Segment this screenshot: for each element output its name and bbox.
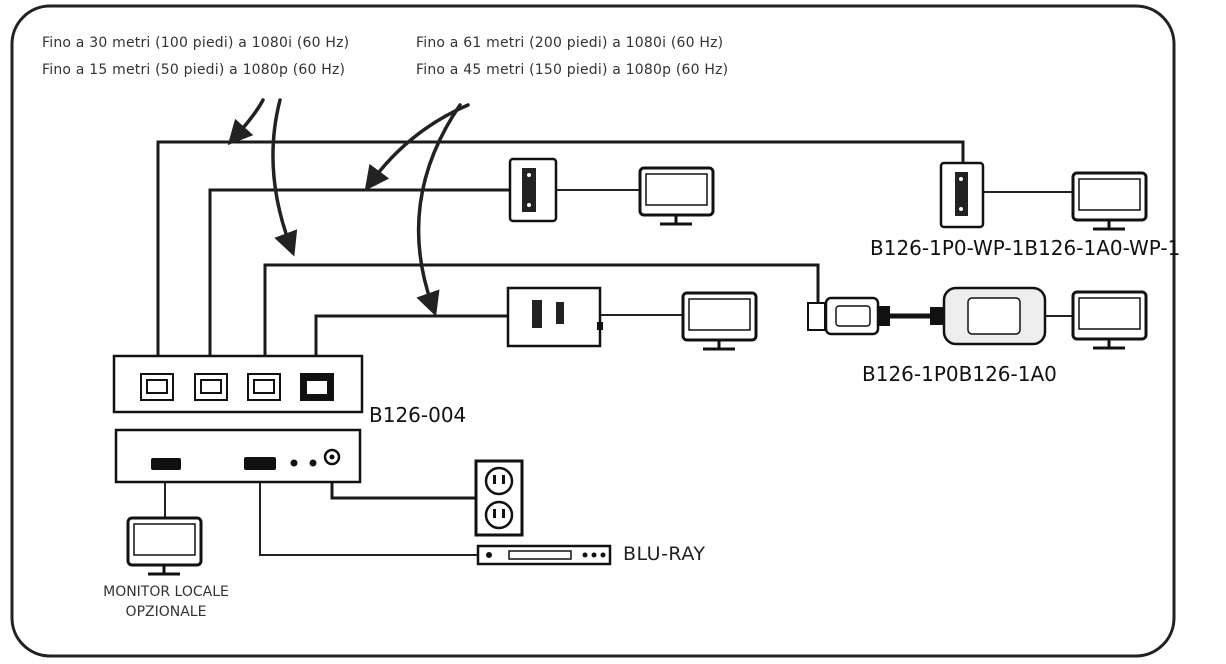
rj45-port-4 bbox=[300, 373, 334, 401]
label-wallplate-models: B126-1P0-WP-1B126-1A0-WP-1 bbox=[870, 236, 1181, 260]
hdmi-out-port bbox=[151, 458, 181, 470]
hdmi-cables bbox=[164, 189, 1073, 556]
range-arrows-left bbox=[227, 98, 298, 257]
rj45-port-2 bbox=[194, 373, 228, 401]
wallplate-transmitter bbox=[508, 157, 558, 223]
monitor-extender bbox=[681, 291, 758, 351]
splitter-back bbox=[114, 428, 362, 484]
bluray-player bbox=[476, 544, 612, 566]
cable-power bbox=[330, 482, 478, 500]
monitor-dongle-rx bbox=[1071, 290, 1148, 350]
range-note-left-line1: Fino a 30 metri (100 piedi) a 1080i (60 … bbox=[42, 35, 350, 51]
range-note-left-line2: Fino a 15 metri (50 piedi) a 1080p (60 H… bbox=[42, 62, 346, 78]
cable-bluray bbox=[259, 482, 478, 556]
hdmi-in-port bbox=[244, 457, 276, 470]
range-note-right-line1: Fino a 61 metri (200 piedi) a 1080i (60 … bbox=[416, 35, 724, 51]
arrow-left-b bbox=[271, 98, 298, 257]
label-local-monitor: MONITOR LOCALE OPZIONALE bbox=[78, 582, 254, 622]
arrow-right-b bbox=[416, 103, 462, 317]
cable-port1 bbox=[156, 140, 965, 375]
monitor-local bbox=[126, 516, 203, 576]
rj45-port-1 bbox=[140, 373, 174, 401]
label-splitter-model: B126-004 bbox=[369, 403, 467, 427]
rj45-port-3 bbox=[247, 373, 281, 401]
range-note-right-line2: Fino a 45 metri (150 piedi) a 1080p (60 … bbox=[416, 62, 729, 78]
led-1 bbox=[290, 459, 298, 467]
rj45-plug bbox=[807, 302, 826, 331]
label-local-monitor-line2: OPZIONALE bbox=[125, 604, 207, 620]
power-outlet bbox=[474, 459, 524, 537]
extender-box bbox=[506, 286, 603, 348]
led-2 bbox=[309, 459, 317, 467]
label-extender-models: B126-1P0B126-1A0 bbox=[862, 362, 1057, 386]
monitor-wallplate-tx bbox=[638, 166, 715, 226]
cable-port3 bbox=[263, 263, 820, 375]
extender-dongle-pair bbox=[807, 286, 1047, 346]
wallplate-receiver bbox=[939, 161, 985, 229]
cable-port2 bbox=[208, 188, 512, 375]
range-arrows-right bbox=[364, 103, 470, 317]
diagram-frame bbox=[10, 4, 1176, 658]
label-bluray: BLU-RAY bbox=[623, 543, 706, 565]
monitor-wallplate-rx bbox=[1071, 171, 1148, 231]
arrow-left-a bbox=[227, 98, 265, 146]
splitter-front bbox=[112, 354, 364, 414]
label-local-monitor-line1: MONITOR LOCALE bbox=[103, 584, 229, 600]
